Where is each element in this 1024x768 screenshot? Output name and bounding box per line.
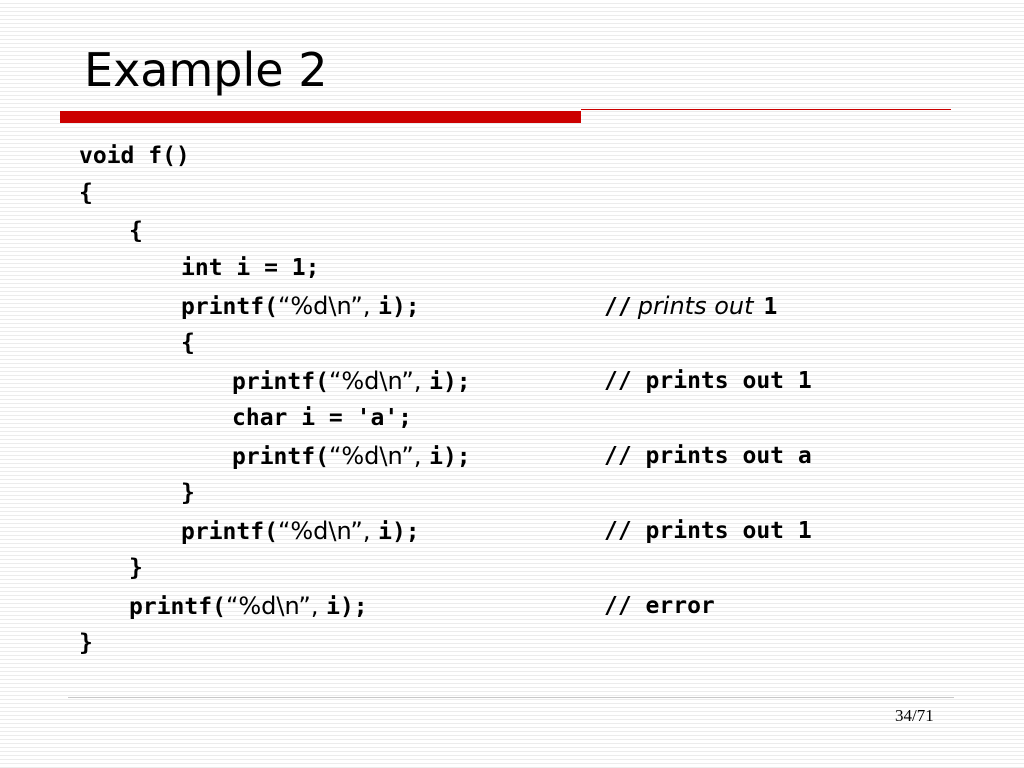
code-text: i); xyxy=(429,369,471,395)
format-string: “%d\n”, xyxy=(225,592,327,620)
code-line-11: printf(“%d\n”, i); // prints out 1 xyxy=(0,513,812,550)
code-text: printf( xyxy=(181,519,278,545)
title-underline-thin xyxy=(581,109,951,110)
code-text: void f() xyxy=(79,143,190,169)
code-comment: // prints out 1 xyxy=(604,368,812,394)
comment-value: 1 xyxy=(763,294,778,320)
code-line-9: printf(“%d\n”, i); // prints out a xyxy=(0,438,812,475)
code-text: { xyxy=(79,180,93,206)
code-statement: printf(“%d\n”, i); xyxy=(129,588,368,626)
code-line-4: int i = 1; xyxy=(0,250,319,287)
code-text: { xyxy=(129,218,143,244)
code-comment: // prints out 1 xyxy=(604,518,812,544)
code-text: printf( xyxy=(129,594,226,620)
code-comment: //prints out 1 xyxy=(604,288,777,326)
format-string: “%d\n”, xyxy=(277,292,379,320)
format-string: “%d\n”, xyxy=(328,442,430,470)
code-text: char i = 'a'; xyxy=(232,405,413,431)
code-comment: // prints out a xyxy=(604,443,812,469)
code-line-3: { xyxy=(0,213,143,250)
code-line-10: } xyxy=(0,475,195,512)
code-text: { xyxy=(181,330,195,356)
code-statement: printf(“%d\n”, i); xyxy=(181,513,420,551)
code-text: } xyxy=(181,480,195,506)
title-underline-accent xyxy=(60,111,581,123)
code-comment: // error xyxy=(604,593,715,619)
code-text: } xyxy=(129,555,143,581)
code-text: i); xyxy=(429,444,471,470)
code-text: printf( xyxy=(232,369,329,395)
code-statement: printf(“%d\n”, i); xyxy=(232,438,471,476)
comment-text: prints out xyxy=(637,292,754,320)
code-text: i); xyxy=(378,294,420,320)
code-line-6: { xyxy=(0,325,195,362)
code-line-2: { xyxy=(0,175,93,212)
format-string: “%d\n”, xyxy=(328,367,430,395)
code-line-8: char i = 'a'; xyxy=(0,400,412,437)
code-line-5: printf(“%d\n”, i); //prints out 1 xyxy=(0,288,777,325)
code-text: printf( xyxy=(232,444,329,470)
page-number: 34/71 xyxy=(895,706,934,725)
comment-prefix: // xyxy=(604,294,632,320)
code-line-1: void f() xyxy=(0,138,190,175)
format-string: “%d\n”, xyxy=(277,517,379,545)
code-text: i); xyxy=(378,519,420,545)
code-text: printf( xyxy=(181,294,278,320)
code-text: int i = 1; xyxy=(181,255,320,281)
code-text: } xyxy=(79,630,93,656)
code-statement: printf(“%d\n”, i); xyxy=(232,363,471,401)
code-line-13: printf(“%d\n”, i); // error xyxy=(0,588,715,625)
code-line-14: } xyxy=(0,625,93,662)
footer-divider xyxy=(68,697,954,698)
code-statement: printf(“%d\n”, i); xyxy=(181,288,420,326)
code-text: i); xyxy=(326,594,368,620)
code-line-7: printf(“%d\n”, i); // prints out 1 xyxy=(0,363,812,400)
code-line-12: } xyxy=(0,550,143,587)
slide-title: Example 2 xyxy=(84,43,328,97)
